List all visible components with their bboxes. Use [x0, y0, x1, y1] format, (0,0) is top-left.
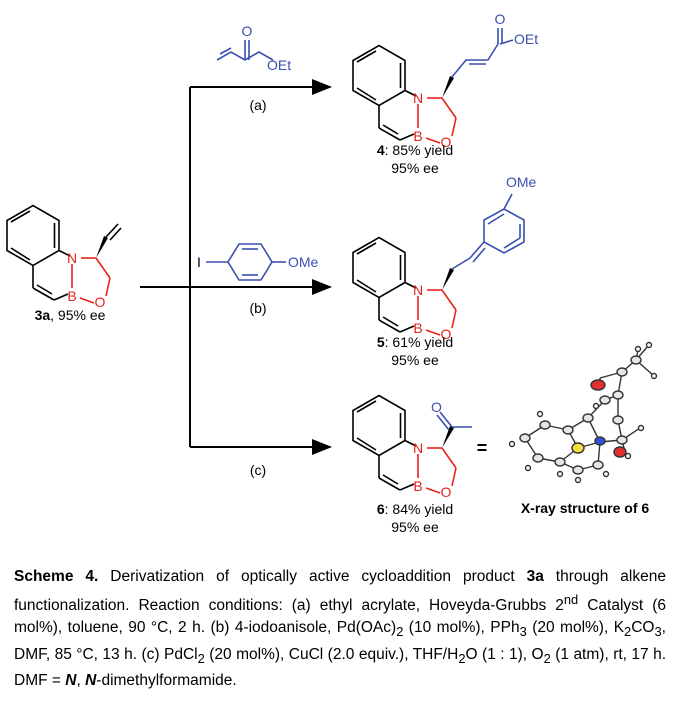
svg-text:N: N	[413, 90, 423, 106]
reaction-scheme: N B O O OEt (a) I OMe (b) (c) N	[6, 11, 658, 500]
xray-structure-image	[508, 341, 658, 484]
p6-o: O	[431, 399, 442, 415]
product-4-structure: N B O O OEt	[352, 11, 538, 150]
xray-label: X-ray structure of 6	[520, 500, 650, 516]
reagent-a-oet: OEt	[267, 57, 291, 73]
reagent-a-label: (a)	[249, 97, 266, 113]
svg-text:B: B	[413, 128, 422, 144]
reagent-b-iodo: I	[197, 254, 201, 270]
equals-sign: =	[477, 438, 488, 458]
compound-3a-label: 3a, 95% ee	[34, 307, 106, 323]
atom-n: N	[67, 250, 77, 266]
svg-text:O: O	[441, 134, 452, 150]
svg-text:B: B	[413, 320, 422, 336]
p4-oet: OEt	[514, 31, 538, 47]
p4-o: O	[495, 11, 506, 27]
compound-3a-structure: N B O	[6, 204, 122, 310]
reagent-iodoanisole: I OMe	[197, 243, 319, 281]
atom-o: O	[95, 294, 106, 310]
reaction-arrows	[140, 79, 332, 455]
product-4-label: 4: 85% yield 95% ee	[376, 142, 454, 176]
svg-text:B: B	[413, 478, 422, 494]
reagent-ethyl-acrylate: O OEt	[216, 23, 291, 73]
reagent-c-label: (c)	[250, 462, 266, 478]
product-6-label: 6: 84% yield 95% ee	[376, 501, 454, 535]
product-5-label: 5: 61% yield 95% ee	[376, 334, 454, 368]
svg-text:O: O	[441, 326, 452, 342]
reagent-b-label: (b)	[249, 300, 266, 316]
svg-text:O: O	[441, 484, 452, 500]
svg-text:N: N	[413, 440, 423, 456]
atom-b: B	[67, 288, 76, 304]
product-5-structure: N B O OMe	[352, 174, 537, 342]
scheme-caption: Scheme 4. Derivatization of optically ac…	[14, 568, 667, 690]
product-6-structure: N B O O	[352, 394, 472, 500]
svg-text:N: N	[413, 282, 423, 298]
reagent-a-o: O	[242, 23, 253, 39]
p5-ome: OMe	[506, 174, 537, 190]
reagent-b-ome: OMe	[288, 254, 319, 270]
